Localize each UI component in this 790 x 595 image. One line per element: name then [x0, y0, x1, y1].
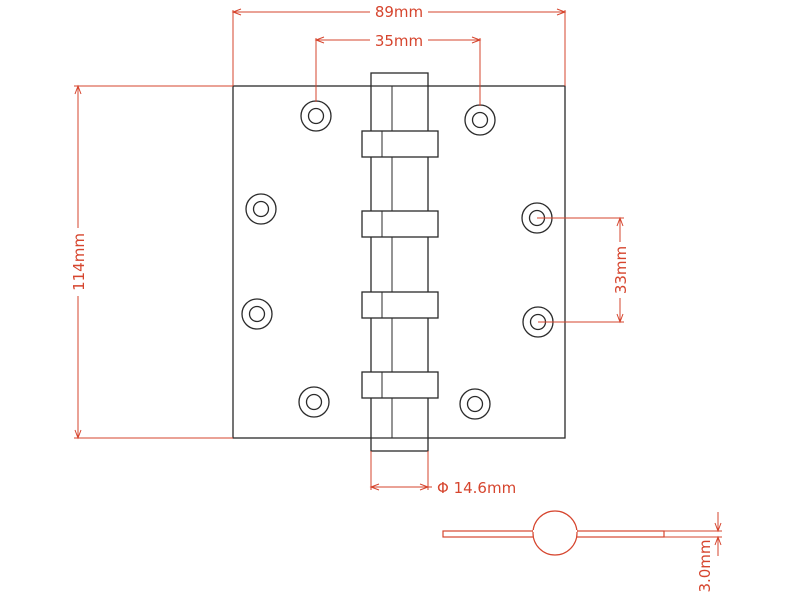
- label-hole-spacing-horizontal: 35mm: [375, 32, 423, 50]
- bearing-tab-4: [361, 371, 439, 399]
- label-overall-width: 89mm: [375, 3, 423, 21]
- hinge-front-view: [232, 72, 566, 452]
- side-knuckle: [532, 510, 578, 556]
- label-leaf-thickness: 3.0mm: [696, 539, 714, 592]
- screw-hole: [464, 104, 496, 136]
- screw-hole: [459, 388, 491, 420]
- bearing-tab-3: [361, 291, 439, 319]
- label-hole-spacing-vertical: 33mm: [612, 246, 630, 294]
- dimension-hole-spacing-vertical: [537, 216, 624, 324]
- side-leaf-right: [565, 530, 665, 538]
- side-leaf-left: [442, 530, 544, 538]
- screw-hole: [241, 298, 273, 330]
- screw-hole: [245, 193, 277, 225]
- dimension-overall-height: [74, 84, 233, 440]
- label-overall-height: 114mm: [70, 233, 88, 291]
- dimension-labels: 89mm 35mm 114mm 33mm Φ 14.6mm 3.0mm: [69, 2, 714, 593]
- dimension-leaf-thickness: [664, 512, 722, 556]
- hinge-side-view: [442, 510, 665, 556]
- bearing-tabs: [361, 130, 439, 399]
- dimension-knuckle-diameter: [369, 451, 432, 491]
- label-knuckle-diameter: Φ 14.6mm: [437, 479, 516, 497]
- screw-hole: [298, 386, 330, 418]
- bearing-tab-2: [361, 210, 439, 238]
- screw-hole: [300, 100, 332, 132]
- bearing-tab-1: [361, 130, 439, 158]
